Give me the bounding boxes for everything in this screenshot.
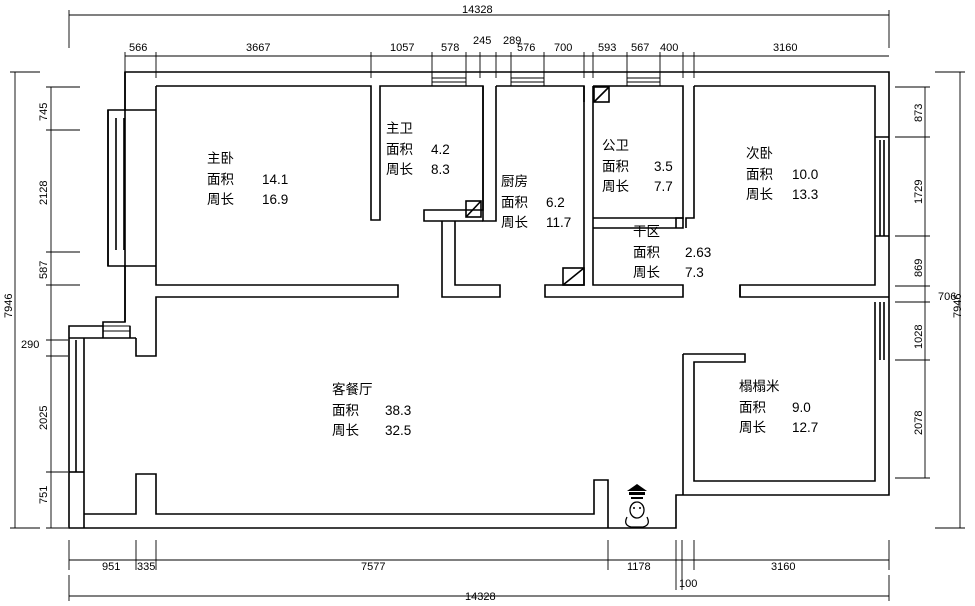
room-area-label: 面积 xyxy=(501,195,528,211)
entrance-icon xyxy=(625,484,649,528)
bottom-segment-dimension: 3160 xyxy=(771,561,795,573)
room-perimeter-value: 13.3 xyxy=(792,187,818,202)
bottom-segment-dimension: 1178 xyxy=(627,561,651,573)
room-area-label: 面积 xyxy=(602,159,629,175)
room-name-public-bath: 公卫 xyxy=(602,138,629,154)
top-total-dimension: 14328 xyxy=(462,4,493,16)
room-area-label: 面积 xyxy=(386,142,413,158)
dimension-lines xyxy=(10,10,965,601)
room-area-label: 面积 xyxy=(633,245,660,261)
room-area-label: 面积 xyxy=(746,167,773,183)
room-perimeter-label: 周长 xyxy=(501,215,529,231)
room-area-value: 9.0 xyxy=(792,400,811,415)
right-segment-dimension: 1729 xyxy=(913,180,925,204)
outer-wall xyxy=(68,71,890,529)
shaft-icons xyxy=(465,86,610,286)
top-segment-dimension: 1057 xyxy=(390,42,414,54)
room-perimeter-value: 12.7 xyxy=(792,420,818,435)
shaft-icon xyxy=(562,267,585,286)
room-name-living-dining: 客餐厅 xyxy=(332,381,373,398)
room-name-tatami: 榻榻米 xyxy=(739,379,780,395)
room-perimeter-value: 8.3 xyxy=(431,162,450,177)
right-segment-dimension: 706 xyxy=(938,291,956,303)
room-perimeter-value: 32.5 xyxy=(385,423,411,438)
room-perimeter-value: 7.3 xyxy=(685,265,704,280)
room-area-value: 2.63 xyxy=(685,245,711,260)
room-perimeter-value: 7.7 xyxy=(654,179,673,194)
left-segment-dimension: 2025 xyxy=(38,406,50,430)
bottom-segment-dimension: 951 xyxy=(102,561,120,573)
room-name-dry-area: 干区 xyxy=(633,224,660,240)
walls xyxy=(68,71,890,529)
shaft-icon xyxy=(465,200,482,218)
room-perimeter-label: 周长 xyxy=(633,265,661,281)
room-perimeter-value: 11.7 xyxy=(546,215,571,230)
bottom-segment-dimension: 7577 xyxy=(361,561,385,573)
right-segment-dimension: 1028 xyxy=(913,325,925,349)
room-name-second-bed: 次卧 xyxy=(746,146,773,162)
room-perimeter-label: 周长 xyxy=(602,179,630,195)
bottom-total-dimension: 14328 xyxy=(465,591,496,603)
top-segment-dimension: 3667 xyxy=(246,42,270,54)
shaft-icon xyxy=(593,86,610,103)
left-segment-dimension: 290 xyxy=(21,339,39,351)
room-perimeter-label: 周长 xyxy=(739,420,767,436)
window-markers xyxy=(102,71,661,339)
right-total-dimension: 7946 xyxy=(952,294,964,318)
top-segment-dimension: 400 xyxy=(660,42,678,54)
room-area-label: 面积 xyxy=(207,172,234,188)
room-name-kitchen: 厨房 xyxy=(501,174,528,190)
bottom-segment-dimension: 100 xyxy=(679,578,697,590)
right-segment-dimension: 869 xyxy=(913,259,925,277)
room-area-value: 6.2 xyxy=(546,195,565,210)
room-area-value: 38.3 xyxy=(385,403,411,418)
room-area-value: 3.5 xyxy=(654,159,673,174)
right-segment-dimension: 2078 xyxy=(913,411,925,435)
top-segment-dimension: 3160 xyxy=(773,42,797,54)
top-segment-dimension: 593 xyxy=(598,42,616,54)
room-area-value: 14.1 xyxy=(262,172,288,187)
top-segment-dimension: 576 xyxy=(517,42,535,54)
bottom-segment-dimension: 335 xyxy=(137,561,155,573)
top-segment-dimension: 289 xyxy=(503,35,521,47)
right-segment-dimension: 873 xyxy=(913,104,925,122)
room-perimeter-label: 周长 xyxy=(746,187,774,203)
top-segment-dimension: 700 xyxy=(554,42,572,54)
room-area-label: 面积 xyxy=(739,400,766,416)
top-segment-dimension: 567 xyxy=(631,42,649,54)
room-area-label: 面积 xyxy=(332,403,359,419)
left-segment-dimension: 587 xyxy=(38,261,50,279)
left-segment-dimension: 751 xyxy=(38,486,50,504)
room-area-value: 4.2 xyxy=(431,142,450,157)
room-perimeter-label: 周长 xyxy=(386,162,413,178)
top-segment-dimension: 578 xyxy=(441,42,459,54)
room-perimeter-label: 周长 xyxy=(332,423,359,439)
left-total-dimension: 7946 xyxy=(3,294,15,318)
room-perimeter-value: 16.9 xyxy=(262,192,288,207)
room-area-value: 10.0 xyxy=(792,167,818,182)
room-name-master: 主卧 xyxy=(207,151,234,167)
left-segment-dimension: 2128 xyxy=(38,181,50,205)
top-segment-dimension: 245 xyxy=(473,35,491,47)
top-segment-dimension: 566 xyxy=(129,42,147,54)
left-segment-dimension: 745 xyxy=(38,103,50,121)
room-name-master-bath: 主卫 xyxy=(386,121,413,137)
room-perimeter-label: 周长 xyxy=(207,192,234,208)
